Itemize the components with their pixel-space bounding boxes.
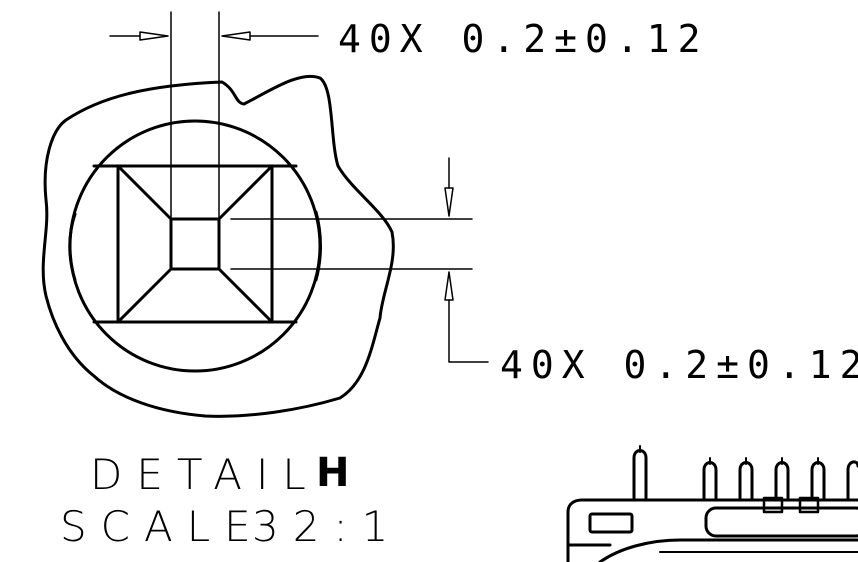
- right-dimension-text: 40X 0.2±0.12: [500, 343, 858, 387]
- right-arrow-bottom-head: [444, 271, 454, 301]
- left-side-arc: [68, 212, 77, 282]
- connector-rail-notch-2: [798, 496, 820, 514]
- detail-id: H: [316, 450, 350, 496]
- connector-slot: [588, 512, 634, 534]
- right-arrow-top-head: [444, 187, 454, 217]
- inner-square: [169, 217, 221, 271]
- connector-inner-bevel: [598, 538, 858, 562]
- connector-pin-6: [846, 460, 858, 502]
- scale-value: 32:1: [252, 502, 403, 551]
- diagonal-bl: [116, 267, 173, 324]
- connector-pin-5: [810, 461, 826, 502]
- connector-pin-1: [632, 449, 648, 502]
- connector-pin-2: [702, 461, 718, 502]
- right-side-arc: [314, 210, 322, 282]
- connector-housing: [566, 498, 858, 562]
- connector-pin-4: [774, 461, 790, 502]
- connector-rail: [704, 506, 858, 538]
- diagonal-tr: [217, 164, 274, 221]
- connector-pin-3: [738, 461, 754, 502]
- pad-circle: [68, 119, 322, 373]
- connector-partial-view: [566, 445, 858, 562]
- right-arrow-leader: [448, 299, 489, 363]
- diagonal-br: [217, 267, 274, 324]
- top-dimension-text: 40X 0.2±0.12: [338, 17, 709, 61]
- diagonal-tl: [116, 164, 173, 221]
- scale-label: SCALE: [60, 502, 265, 551]
- connector-rail-notch-1: [762, 496, 784, 514]
- top-arrow-right-head: [221, 31, 251, 41]
- breakout-boundary: [41, 74, 395, 418]
- detail-label: DETAIL: [90, 450, 320, 499]
- top-arrow-left-head: [139, 31, 169, 41]
